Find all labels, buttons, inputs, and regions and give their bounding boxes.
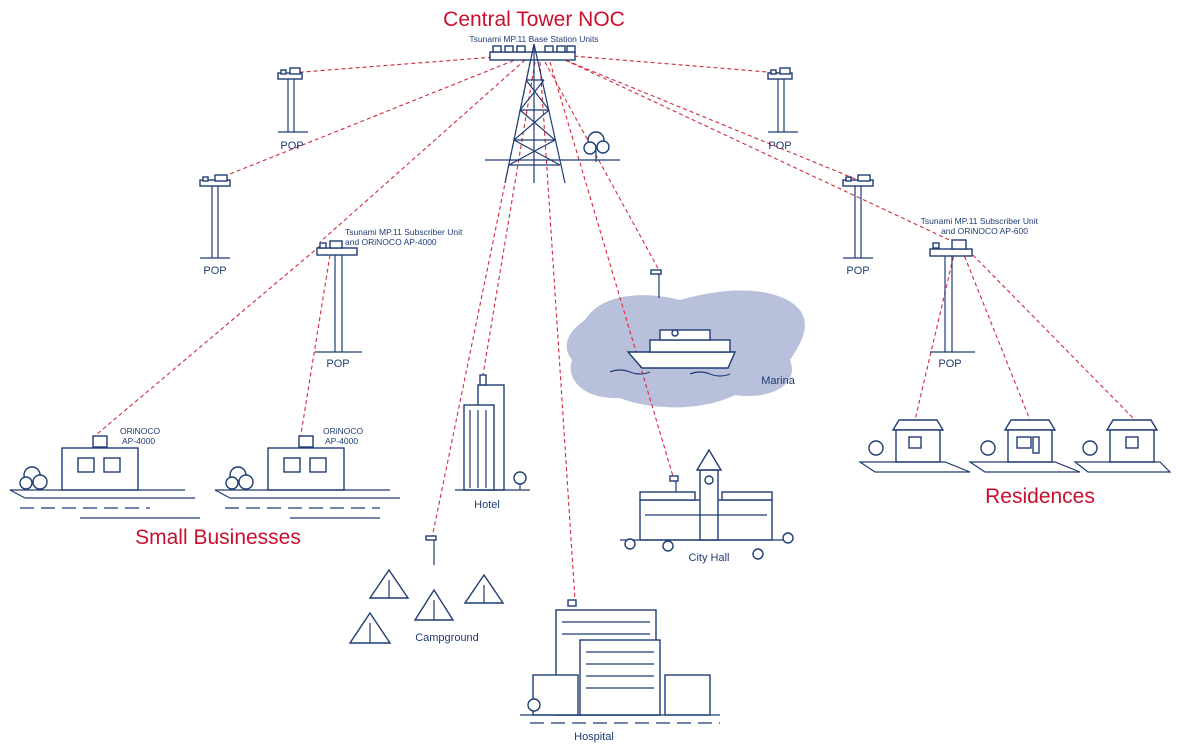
residence-3 xyxy=(1073,419,1172,473)
marina-antenna xyxy=(650,269,662,298)
subscriber-left-line1: Tsunami MP.11 Subscriber Unit xyxy=(345,227,463,237)
pop-pole-1 xyxy=(277,67,308,133)
pop-pole-2 xyxy=(199,174,231,259)
ap4000-label-1: AP-4000 xyxy=(122,436,155,446)
pop-label-1: POP xyxy=(280,140,303,152)
pop-label-2: POP xyxy=(203,265,226,277)
pop-pole-4 xyxy=(767,67,798,133)
central-tower-title: Central Tower NOC xyxy=(443,8,625,31)
orinoco-label-1: ORiNOCO xyxy=(120,426,161,436)
campground-tents xyxy=(348,568,505,644)
boat-icon xyxy=(609,329,737,377)
hotel-label: Hotel xyxy=(474,499,500,511)
pop-label-5: POP xyxy=(846,265,869,277)
pop-pole-3 xyxy=(315,240,362,353)
pop-pole-6 xyxy=(929,239,975,353)
hospital-building xyxy=(520,599,720,724)
subscriber-left-line2: and ORiNOCO AP-4000 xyxy=(345,237,437,247)
orinoco-label-2: ORiNOCO xyxy=(323,426,364,436)
marina-label: Marina xyxy=(761,375,796,387)
residence-2 xyxy=(968,419,1081,473)
campground-label: Campground xyxy=(415,632,479,644)
hotel-building xyxy=(455,374,530,491)
base-station-caption: Tsunami MP.11 Base Station Units xyxy=(469,34,598,44)
city-hall-label: City Hall xyxy=(689,552,730,564)
hospital-label: Hospital xyxy=(574,731,614,743)
business-building-1 xyxy=(9,435,195,509)
central-tower xyxy=(485,43,620,184)
city-hall-building xyxy=(620,448,794,560)
pop-pole-5 xyxy=(842,174,874,259)
residence-1 xyxy=(858,419,971,473)
business-building-2 xyxy=(80,435,400,519)
pop-label-3: POP xyxy=(326,358,349,370)
subscriber-right-line1: Tsunami MP.11 Subscriber Unit xyxy=(921,216,1039,226)
pop-label-4: POP xyxy=(768,140,791,152)
subscriber-right-line2: and ORiNOCO AP-600 xyxy=(941,226,1028,236)
residences-title: Residences xyxy=(985,485,1095,508)
campground-antenna xyxy=(425,535,437,565)
small-businesses-title: Small Businesses xyxy=(135,526,301,549)
ap4000-label-2: AP-4000 xyxy=(325,436,358,446)
pop-label-6: POP xyxy=(938,358,961,370)
